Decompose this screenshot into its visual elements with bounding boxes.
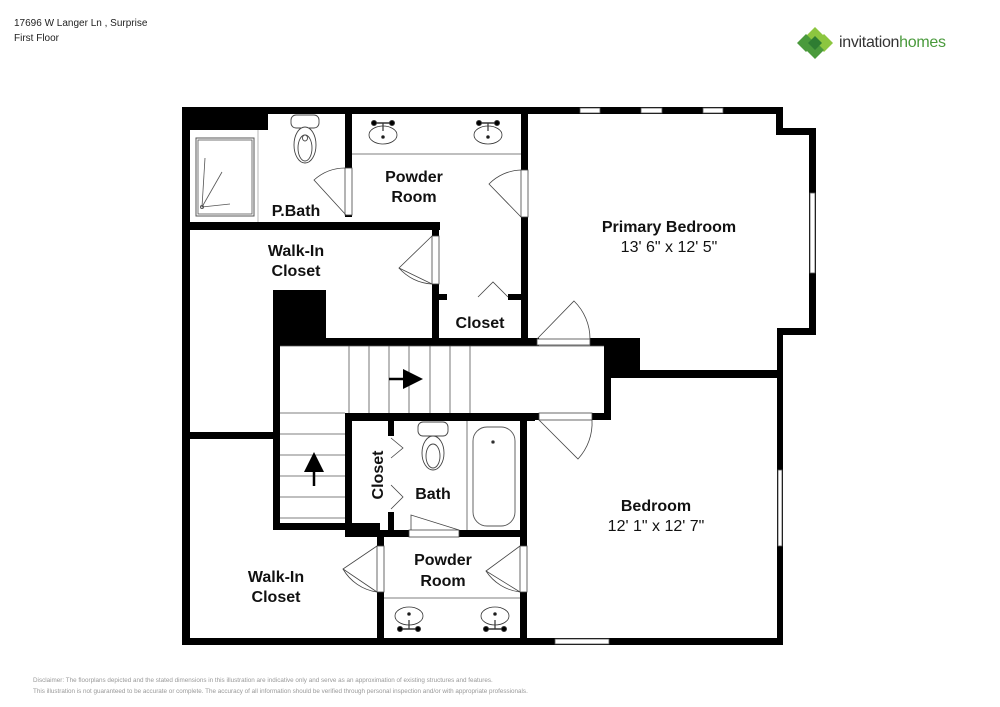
room-label-powder-bottom-1: Powder: [414, 552, 472, 569]
property-address: 17696 W Langer Ln , Surprise: [14, 18, 148, 29]
sink-icon: [368, 120, 398, 145]
doors: [313, 167, 593, 593]
shower-icon: [195, 137, 255, 217]
disclaimer: Disclaimer: The floorplans depicted and …: [33, 675, 528, 697]
room-label-bedroom: Bedroom: [621, 498, 691, 515]
room-label-closet-hall: Closet: [456, 315, 506, 332]
toilet-icon: [290, 114, 320, 164]
property-header: 17696 W Langer Ln , Surprise First Floor: [14, 16, 147, 46]
disclaimer-line-1: Disclaimer: The floorplans depicted and …: [33, 677, 493, 684]
disclaimer-line-2: This illustration is not guaranteed to b…: [33, 688, 528, 695]
sink-icon: [394, 606, 424, 632]
room-label-powder-bottom-2: Room: [420, 573, 465, 590]
sink-icon: [480, 606, 510, 632]
room-label-walk-in-top-2: Closet: [272, 263, 322, 280]
logo-diamond-icon: [797, 27, 833, 59]
room-dimensions-primary-bedroom: 13' 6" x 12' 5": [621, 239, 718, 256]
room-label-powder-top-1: Powder: [385, 169, 443, 186]
room-label-p-bath: P.Bath: [272, 203, 321, 220]
room-label-primary-bedroom: Primary Bedroom: [602, 219, 736, 236]
brand-logo: invitationhomes: [797, 26, 946, 60]
bathtub-icon: [466, 421, 516, 530]
brand-name: invitationhomes: [839, 34, 946, 52]
toilet-icon: [417, 421, 449, 471]
sink-icon: [473, 120, 503, 145]
floor-name: First Floor: [14, 33, 59, 44]
stair-arrow-up-icon: [304, 452, 324, 486]
brand-name-part1: invitation: [839, 34, 900, 51]
room-label-walk-in-top-1: Walk-In: [268, 243, 324, 260]
room-label-bath: Bath: [415, 486, 451, 503]
walls: [182, 107, 816, 645]
stair-arrow-right-icon: [389, 369, 423, 389]
windows: [554, 107, 816, 645]
brand-name-part2: homes: [899, 34, 946, 51]
room-label-walk-in-bottom-1: Walk-In: [248, 569, 304, 586]
room-label-powder-top-2: Room: [391, 189, 436, 206]
room-label-walk-in-bottom-2: Closet: [252, 589, 302, 606]
room-label-closet-vertical: Closet: [370, 450, 387, 500]
room-dimensions-bedroom: 12' 1" x 12' 7": [608, 518, 705, 535]
